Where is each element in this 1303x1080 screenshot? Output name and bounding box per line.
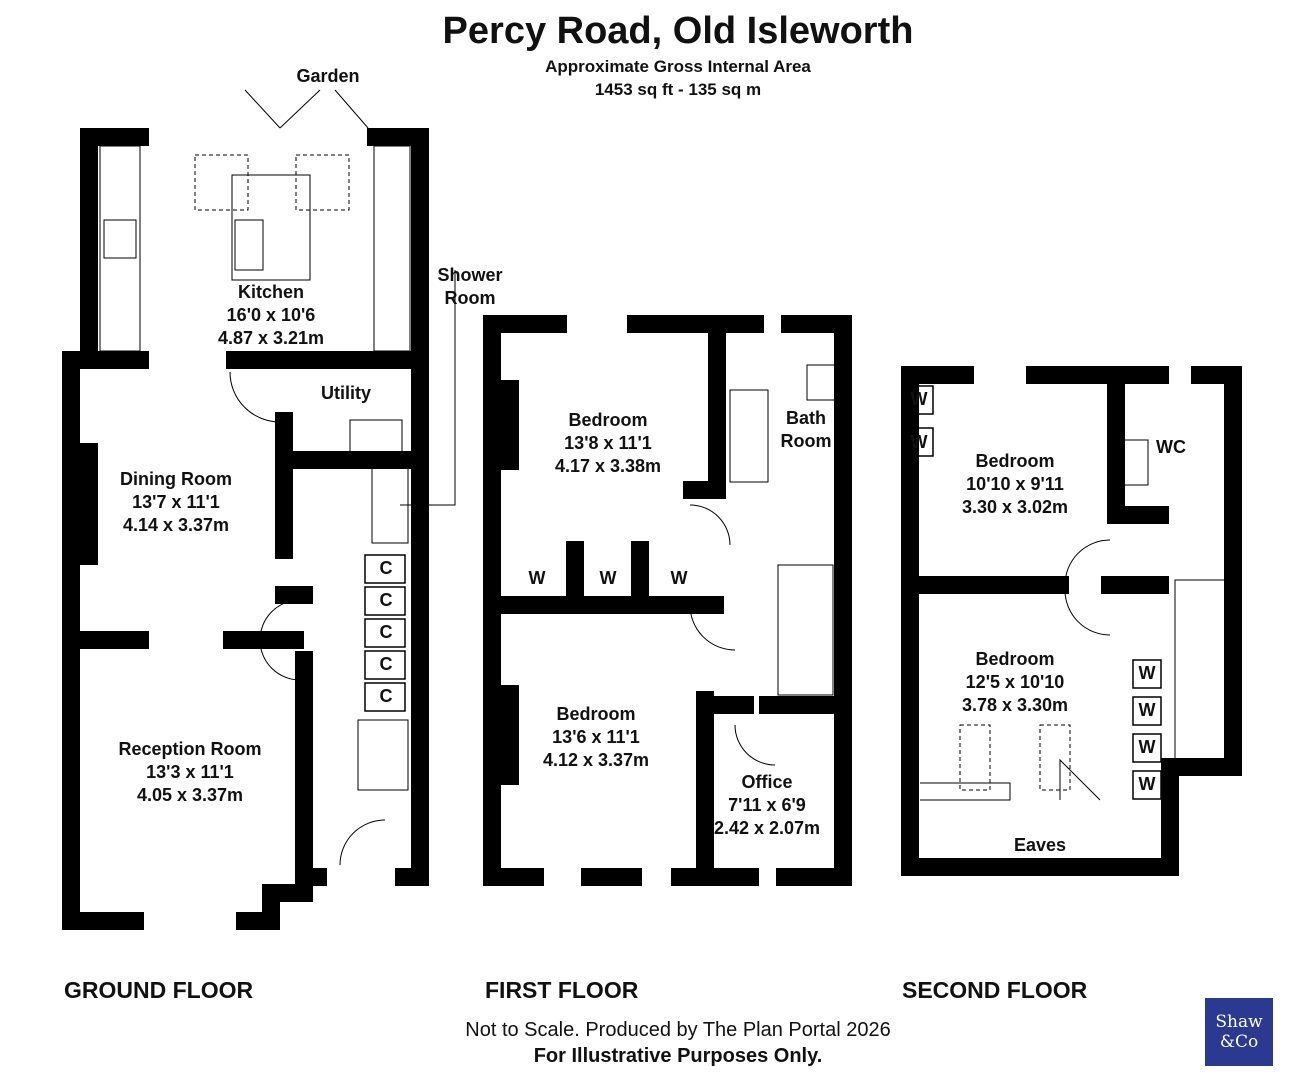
cupboard-boxes	[364, 385, 1162, 800]
ground-floor-right-wall	[295, 128, 429, 886]
wardrobe: W	[1138, 700, 1156, 720]
wardrobe: W	[910, 432, 928, 452]
wardrobe: W	[1138, 663, 1156, 683]
fixtures	[99, 89, 1226, 866]
cupboard: C	[379, 590, 393, 610]
wardrobe: W	[599, 568, 617, 588]
shaw-co-logo: Shaw&Co	[1205, 998, 1273, 1066]
ground-floor-title: GROUND FLOOR	[64, 977, 254, 1003]
wardrobe: W	[670, 568, 688, 588]
area-value: 1453 sq ft - 135 sq m	[594, 80, 762, 99]
area-subtitle: Approximate Gross Internal Area	[545, 57, 811, 76]
wardrobe: W	[528, 568, 546, 588]
cupboard: C	[379, 622, 393, 642]
plan-title: Percy Road, Old Isleworth	[442, 10, 914, 52]
wardrobe: W	[910, 389, 928, 409]
first-floor-title: FIRST FLOOR	[485, 977, 639, 1003]
cupboard: C	[379, 686, 393, 706]
first-floor-walls	[483, 315, 852, 886]
footer-illustrative: For Illustrative Purposes Only.	[533, 1045, 823, 1067]
chimney-breasts	[80, 380, 519, 785]
cupboard: C	[379, 558, 393, 578]
garden-label: Garden	[296, 66, 360, 86]
room-utility: Utility	[320, 383, 372, 403]
second-floor-walls	[901, 366, 1242, 876]
second-floor-title: SECOND FLOOR	[902, 977, 1088, 1003]
walls	[62, 128, 1242, 930]
cupboard: C	[379, 654, 393, 674]
wardrobe: W	[1138, 774, 1156, 794]
room-wc: WC	[1156, 437, 1186, 457]
room-eaves: Eaves	[1013, 835, 1067, 855]
footer-disclaimer: Not to Scale. Produced by The Plan Porta…	[465, 1019, 891, 1041]
wardrobe: W	[1138, 737, 1156, 757]
